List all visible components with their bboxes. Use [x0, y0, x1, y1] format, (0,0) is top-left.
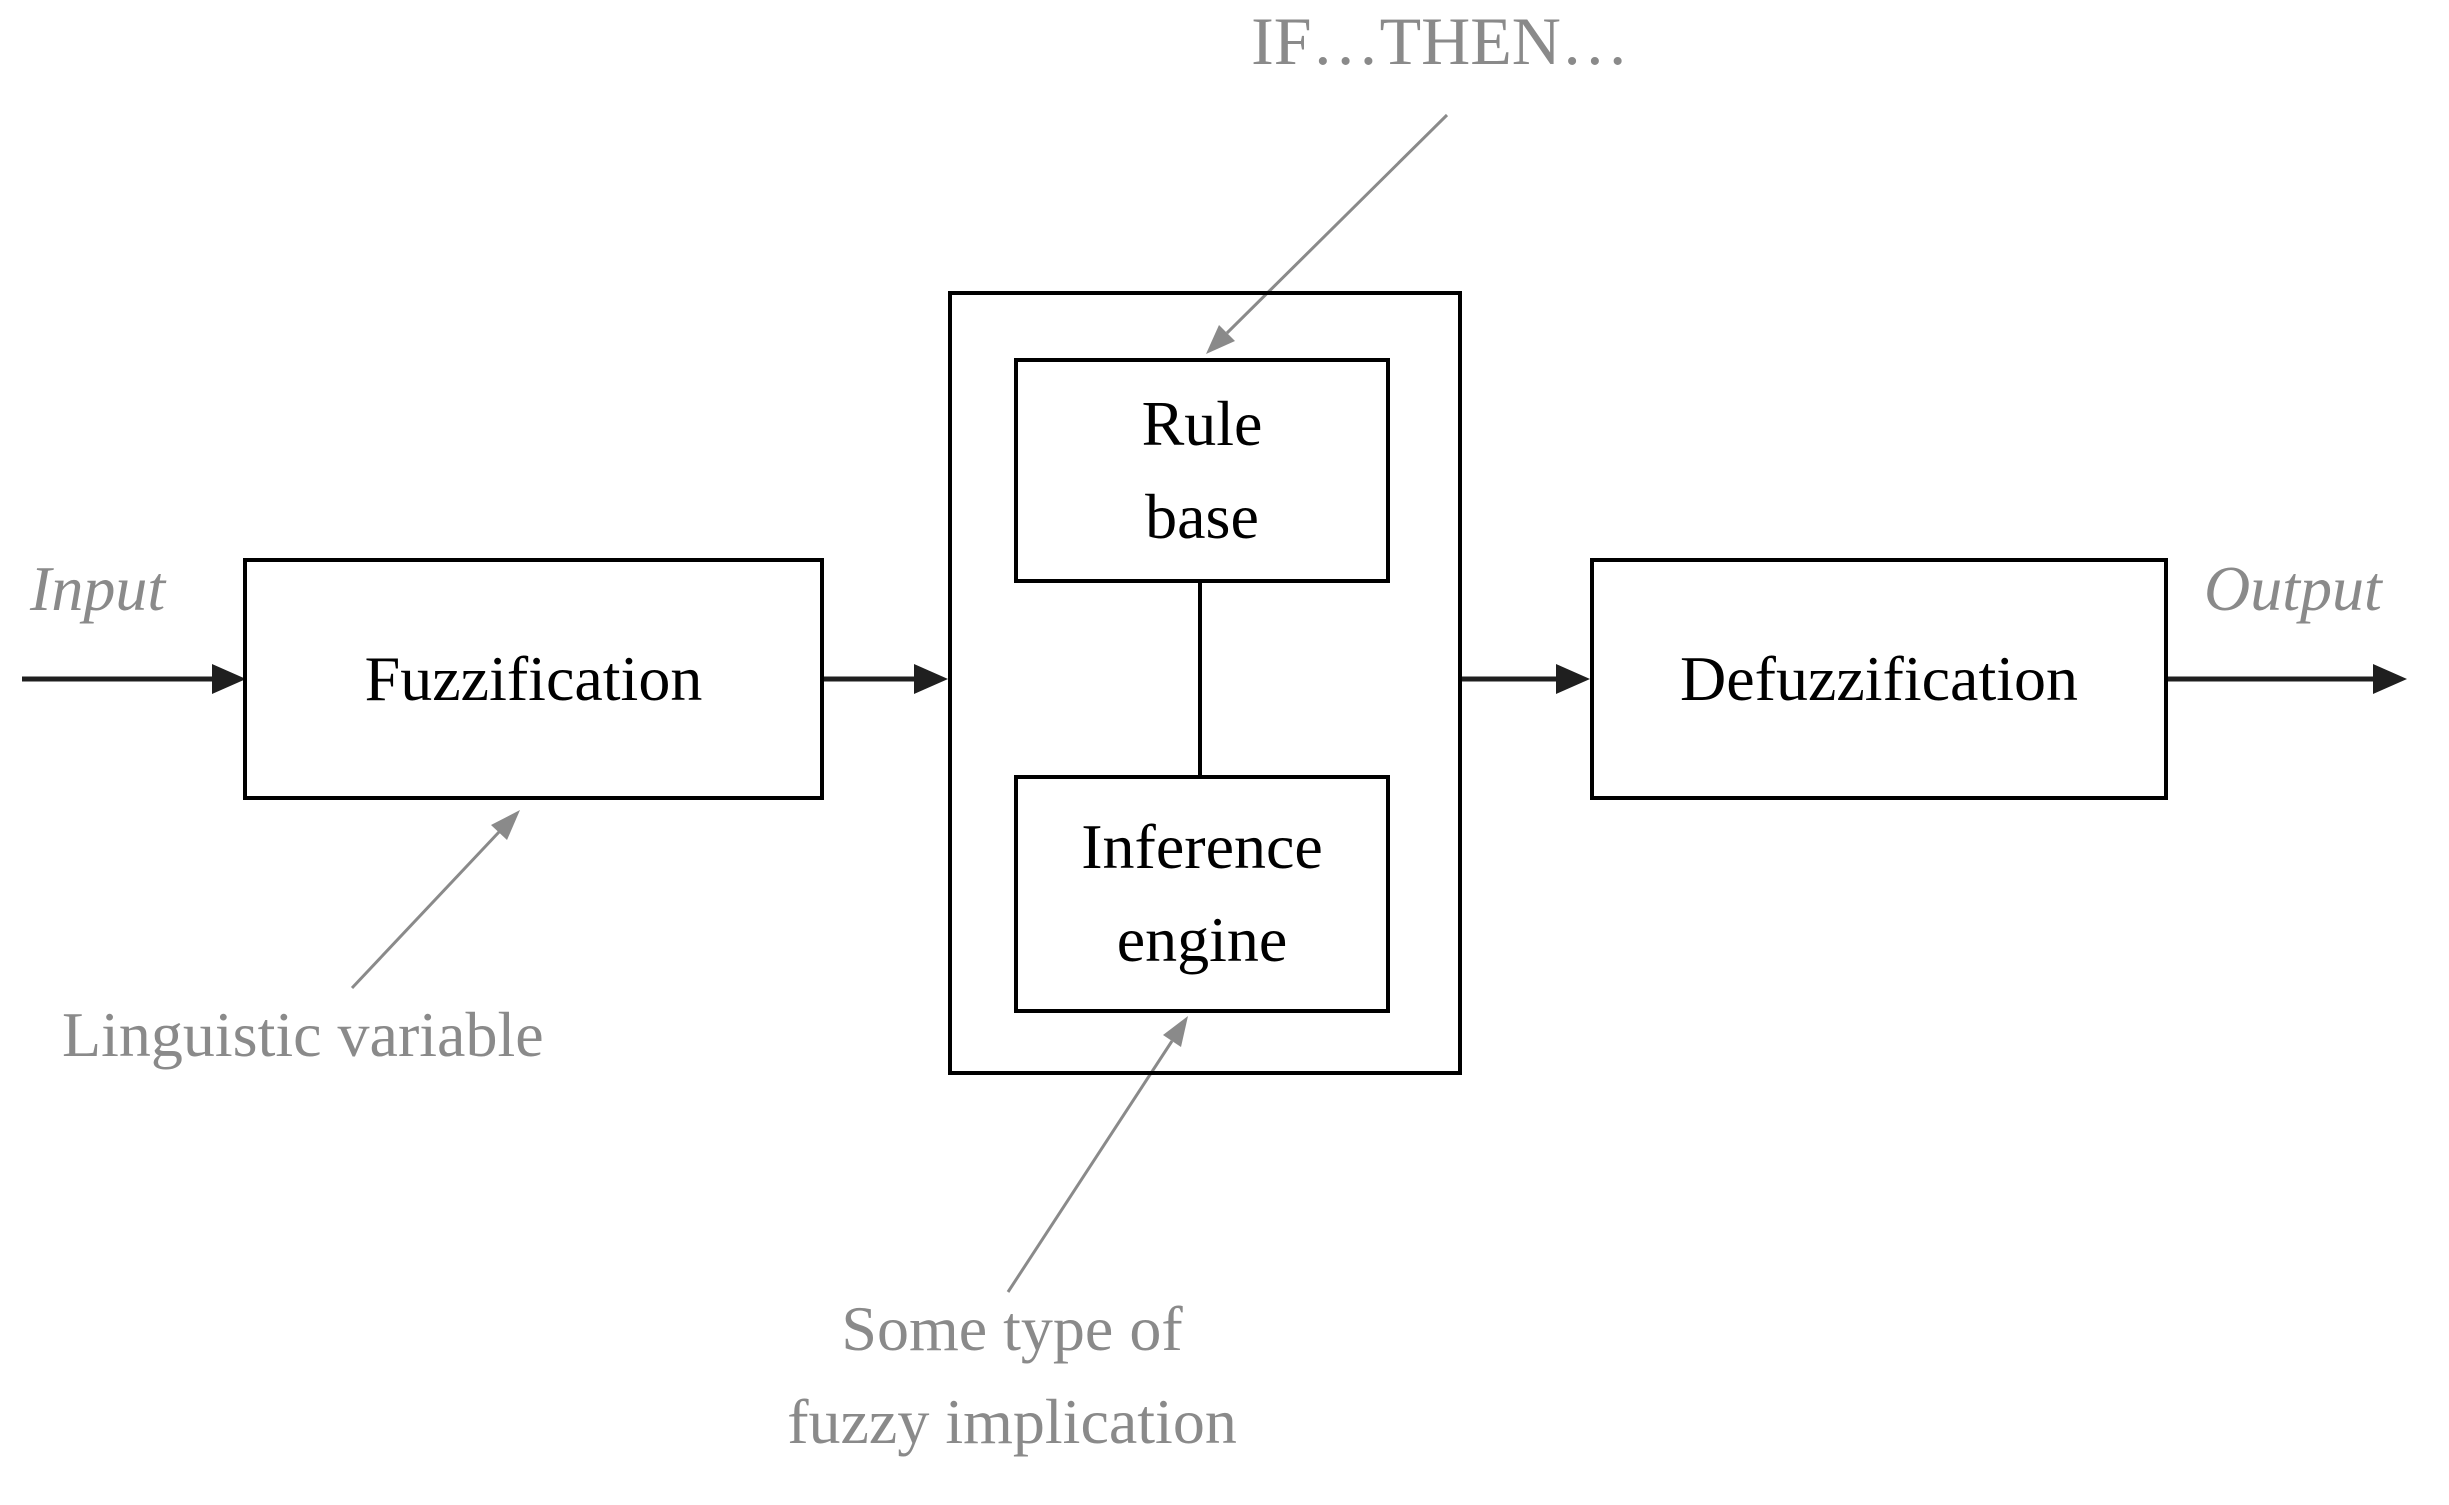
inference-engine-line1: Inference	[1081, 811, 1323, 883]
implication-pointer-arrow	[1006, 1016, 1188, 1293]
fuzzification-box: Fuzzification	[243, 558, 824, 800]
if-then-pointer-arrow	[1206, 113, 1449, 354]
fuzzification-label: Fuzzification	[364, 642, 703, 714]
defuzzification-label: Defuzzification	[1680, 642, 2078, 714]
input-label: Input	[30, 553, 166, 624]
linguistic-pointer-arrow	[350, 810, 520, 990]
fuzzy-system-outer-box	[948, 291, 1462, 1075]
fuzzy-implication-annotation: Some type of fuzzy implication	[787, 1283, 1237, 1469]
input-arrow	[22, 664, 246, 694]
defuzzification-box: Defuzzification	[1590, 558, 2168, 800]
inference-engine-label: Inference engine	[1081, 801, 1323, 987]
rule-base-label: Rule base	[1142, 378, 1263, 564]
fuzzy-implication-line1: Some type of	[841, 1293, 1183, 1364]
fuzzy-implication-line2: fuzzy implication	[787, 1385, 1237, 1457]
inference-engine-box: Inference engine	[1014, 775, 1390, 1013]
system-to-defuzzification-arrow	[1462, 664, 1590, 694]
inference-engine-line2: engine	[1116, 904, 1288, 975]
rule-base-line1: Rule	[1141, 387, 1263, 459]
rule-base-box: Rule base	[1014, 358, 1390, 583]
output-label: Output	[2204, 553, 2382, 624]
fuzzification-to-system-arrow	[824, 664, 948, 694]
output-arrow	[2165, 664, 2407, 694]
rule-base-line2: base	[1145, 480, 1259, 552]
if-then-annotation: IF…THEN…	[1251, 3, 1629, 79]
linguistic-variable-annotation: Linguistic variable	[62, 999, 544, 1070]
